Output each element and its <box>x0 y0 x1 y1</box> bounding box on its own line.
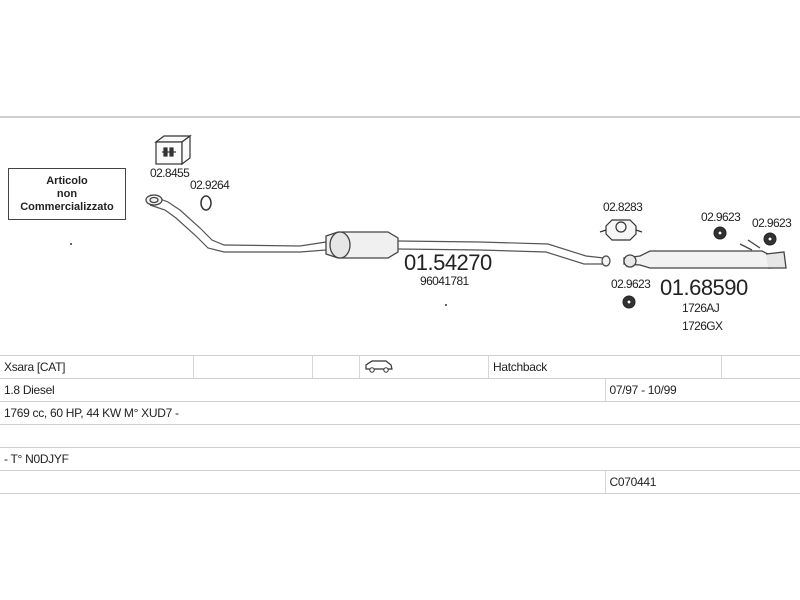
table-row: 1769 cc, 60 HP, 44 KW M° XUD7 - <box>0 401 800 425</box>
table-row: - T° N0DJYF <box>0 447 800 471</box>
notice-line: non <box>56 188 78 200</box>
vehicle-info-table: Xsara [CAT] Hatchback 1.8 Diesel 07/97 -… <box>0 355 800 494</box>
box-part-label: 02.8455 <box>150 166 190 180</box>
rear-silencer <box>623 239 787 269</box>
main-pipe-code: 01.54270 <box>404 250 492 275</box>
catalog-code-cell: C070441 <box>605 470 800 494</box>
empty-cell <box>312 355 360 379</box>
table-row: 1.8 Diesel 07/97 - 10/99 <box>0 378 800 402</box>
table-row: Xsara [CAT] Hatchback <box>0 355 800 379</box>
car-icon <box>365 359 393 373</box>
rubber-mount-label-1: 02.9623 <box>701 210 741 224</box>
table-row <box>0 424 800 448</box>
clamp-part-label: 02.8283 <box>603 200 643 214</box>
rubber-mount-label-2: 02.9623 <box>752 216 792 230</box>
notice-line: Articolo <box>46 175 88 187</box>
rubber-mount-icon <box>622 295 636 309</box>
rear-box-code: 01.68590 <box>660 275 748 300</box>
empty-cell <box>0 470 606 494</box>
empty-cell <box>193 355 313 379</box>
body-icon-cell <box>359 355 489 379</box>
table-row: C070441 <box>0 470 800 494</box>
gasket-part-label: 02.9623 <box>611 277 651 291</box>
main-pipe-oe: 96041781 <box>420 274 470 288</box>
rubber-mount-icon <box>713 226 727 240</box>
body-type-cell: Hatchback <box>488 355 722 379</box>
middle-silencer <box>325 231 399 259</box>
not-sold-notice: Articolo non Commercializzato <box>8 168 126 220</box>
specs-cell: 1769 cc, 60 HP, 44 KW M° XUD7 - <box>0 401 800 425</box>
gasket-ring-icon <box>200 195 212 211</box>
spacer-cell <box>0 424 800 448</box>
engine-cell: 1.8 Diesel <box>0 378 606 402</box>
engine-code-cell: - T° N0DJYF <box>0 447 800 471</box>
empty-cell <box>721 355 800 379</box>
front-downpipe <box>149 194 327 253</box>
marker-dot <box>70 243 72 245</box>
marker-dot <box>445 304 447 306</box>
mounting-kit-box <box>154 134 192 166</box>
rubber-mount-icon <box>763 232 777 246</box>
notice-line: Commercializzato <box>20 201 114 213</box>
front-flange <box>145 194 163 206</box>
period-cell: 07/97 - 10/99 <box>605 378 800 402</box>
model-cell: Xsara [CAT] <box>0 355 194 379</box>
rear-oe-2: 1726GX <box>682 319 723 333</box>
clamp-icon <box>599 219 643 241</box>
top-border <box>0 116 800 118</box>
ring-part-label: 02.9264 <box>190 178 230 192</box>
main-pipe-rear <box>397 240 611 267</box>
rear-oe-1: 1726AJ <box>682 301 720 315</box>
exhaust-system-diagram: 02.8455 02.9264 01.54270 96041781 02.828… <box>70 134 793 333</box>
